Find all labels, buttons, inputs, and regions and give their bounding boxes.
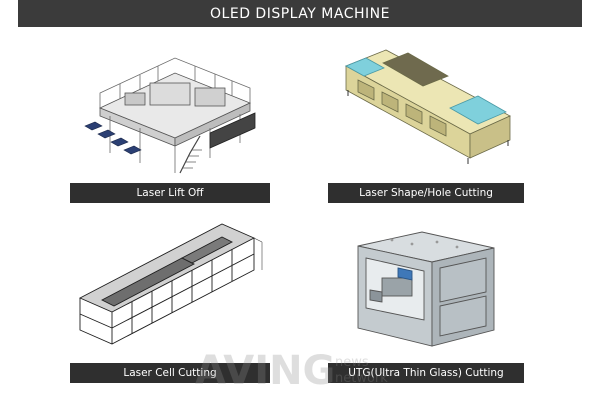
caption-laser-shape-hole-cutting: Laser Shape/Hole Cutting	[328, 183, 524, 203]
caption-label: Laser Shape/Hole Cutting	[359, 187, 493, 199]
utg-cutting-illustration	[357, 231, 495, 347]
laser-lift-off-illustration	[84, 57, 256, 174]
watermark-sub-top: news	[335, 355, 369, 370]
aving-watermark-logo: AVING news network	[195, 348, 388, 392]
watermark-sub-bottom: network	[335, 371, 388, 386]
watermark-brand: AVING	[195, 348, 335, 392]
caption-laser-cell-cutting: Laser Cell Cutting	[70, 363, 270, 383]
caption-label: Laser Cell Cutting	[123, 367, 217, 379]
caption-utg-cutting: UTG(Ultra Thin Glass) Cutting	[328, 363, 524, 383]
caption-laser-lift-off: Laser Lift Off	[70, 183, 270, 203]
laser-cell-cutting-illustration	[78, 223, 263, 345]
caption-label: UTG(Ultra Thin Glass) Cutting	[348, 367, 504, 379]
laser-shape-hole-cutting-illustration	[345, 49, 511, 164]
caption-label: Laser Lift Off	[136, 187, 204, 199]
page-title-bar: OLED DISPLAY MACHINE	[18, 0, 582, 27]
page-title: OLED DISPLAY MACHINE	[210, 5, 390, 22]
